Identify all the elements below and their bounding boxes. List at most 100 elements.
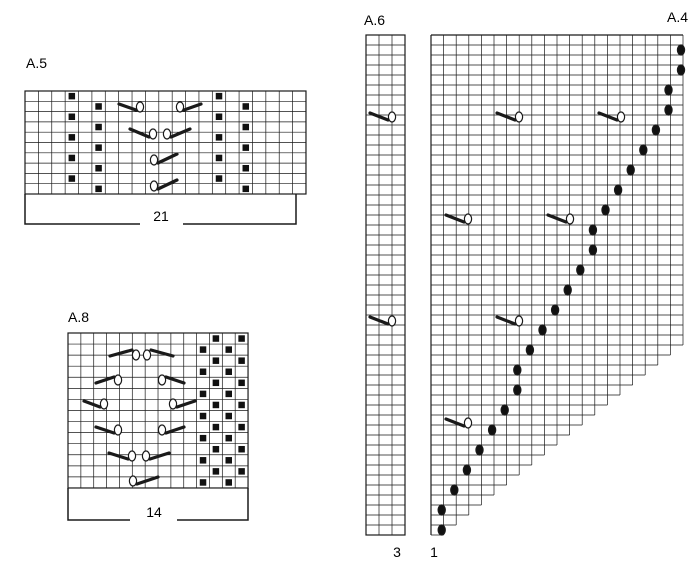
slash-right-symbol — [175, 399, 197, 409]
filled-square-symbol — [242, 103, 250, 110]
filled-square-symbol — [95, 185, 102, 193]
filled-square-symbol — [242, 165, 250, 172]
filled-square-symbol — [199, 434, 207, 442]
filled-square-symbol — [212, 357, 220, 364]
chart-a4: A.4 1 — [430, 9, 688, 560]
chart-a4-title: A.4 — [667, 9, 688, 25]
chart-a5-title: A.5 — [26, 55, 47, 71]
open-oval-symbol — [113, 374, 123, 386]
slash-left-symbol — [128, 127, 151, 139]
open-oval-symbol — [175, 101, 185, 113]
filled-square-symbol — [68, 134, 76, 141]
open-oval-symbol — [565, 213, 575, 225]
filled-oval-symbol — [576, 264, 585, 276]
chart-a8-symbols — [82, 335, 245, 487]
chart-a8-title: A.8 — [68, 309, 89, 325]
filled-oval-symbol — [563, 284, 572, 296]
slash-right-symbol — [156, 178, 179, 191]
filled-oval-symbol — [588, 244, 598, 256]
open-oval-symbol — [168, 398, 178, 410]
filled-square-symbol — [199, 412, 207, 420]
a8-lines — [68, 333, 249, 488]
filled-square-symbol — [238, 357, 245, 364]
filled-oval-symbol — [664, 84, 673, 96]
slash-right-symbol — [164, 425, 186, 435]
chart-a6-grid — [365, 34, 406, 536]
open-oval-symbol — [387, 111, 397, 123]
filled-oval-symbol — [437, 504, 446, 516]
filled-oval-symbol — [588, 224, 598, 236]
open-oval-symbol — [149, 154, 159, 166]
chart-a6: A.6 3 — [364, 12, 406, 560]
slash-left-symbol — [94, 425, 116, 435]
open-oval-symbol — [135, 101, 145, 113]
slash-left-symbol — [117, 102, 138, 112]
open-oval-symbol — [148, 128, 158, 140]
open-oval-symbol — [99, 398, 109, 410]
filled-square-symbol — [238, 445, 245, 453]
filled-oval-symbol — [676, 64, 686, 76]
filled-oval-symbol — [639, 144, 648, 156]
slash-left-symbol — [368, 315, 390, 326]
filled-square-symbol — [212, 335, 220, 342]
slash-left-symbol — [368, 111, 390, 122]
filled-oval-symbol — [651, 124, 661, 136]
filled-square-symbol — [95, 123, 102, 131]
filled-square-symbol — [212, 468, 220, 475]
slash-right-symbol — [182, 102, 203, 112]
filled-square-symbol — [242, 123, 250, 131]
slash-left-symbol — [444, 213, 466, 224]
chart-a5-repeat-bracket — [24, 194, 297, 225]
filled-square-symbol — [199, 479, 207, 486]
filled-oval-symbol — [500, 404, 509, 416]
filled-square-symbol — [68, 92, 76, 100]
filled-square-symbol — [225, 390, 232, 398]
open-oval-symbol — [127, 450, 137, 462]
filled-oval-symbol — [487, 424, 497, 436]
filled-oval-symbol — [450, 484, 459, 496]
filled-square-symbol — [95, 103, 102, 110]
chart-a6-stitch-count: 3 — [393, 544, 401, 560]
filled-oval-symbol — [550, 304, 560, 316]
filled-oval-symbol — [525, 344, 535, 356]
slash-right-symbol — [148, 451, 171, 461]
filled-square-symbol — [212, 423, 220, 431]
filled-oval-symbol — [462, 464, 472, 476]
filled-square-symbol — [238, 401, 245, 409]
filled-square-symbol — [215, 134, 223, 141]
open-oval-symbol — [514, 111, 524, 123]
filled-oval-symbol — [626, 164, 635, 176]
open-oval-symbol — [131, 349, 141, 361]
open-oval-symbol — [142, 349, 152, 361]
slash-left-symbol — [108, 348, 134, 358]
slash-left-symbol — [444, 417, 466, 428]
filled-square-symbol — [199, 346, 207, 353]
filled-oval-symbol — [664, 104, 673, 116]
filled-square-symbol — [225, 346, 232, 353]
filled-oval-symbol — [601, 204, 610, 216]
filled-square-symbol — [68, 175, 76, 182]
filled-oval-symbol — [513, 384, 522, 396]
chart-a5-grid — [24, 90, 307, 195]
open-oval-symbol — [616, 111, 626, 123]
slash-left-symbol — [82, 399, 102, 409]
chart-a6-symbols — [368, 111, 397, 327]
filled-square-symbol — [225, 412, 232, 420]
chart-a8-stitch-count: 14 — [146, 504, 162, 520]
chart-a5-stitch-count: 21 — [153, 208, 169, 224]
filled-oval-symbol — [538, 324, 547, 336]
filled-square-symbol — [68, 154, 76, 162]
filled-square-symbol — [68, 113, 76, 120]
open-oval-symbol — [141, 450, 151, 462]
filled-oval-symbol — [613, 184, 623, 196]
open-oval-symbol — [157, 424, 167, 436]
filled-square-symbol — [199, 368, 207, 375]
filled-square-symbol — [242, 144, 250, 151]
open-oval-symbol — [387, 315, 397, 327]
filled-square-symbol — [225, 434, 232, 442]
slash-right-symbol — [164, 375, 186, 385]
chart-a6-title: A.6 — [364, 12, 385, 28]
chart-a5-symbols — [68, 92, 250, 193]
open-oval-symbol — [113, 424, 123, 436]
filled-square-symbol — [212, 445, 220, 453]
